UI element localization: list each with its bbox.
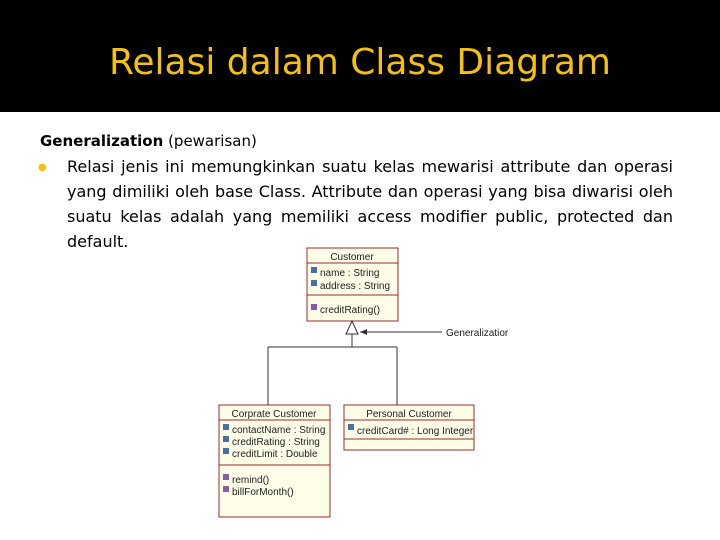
bullet-text: Relasi jenis ini memungkinkan suatu kela…: [67, 157, 673, 251]
customer-attr-2: address : String: [320, 281, 390, 292]
attribute-icon: [348, 424, 354, 430]
attribute-icon: [223, 436, 229, 442]
operation-icon: [223, 474, 229, 480]
class-customer: Customer name : String address : String …: [306, 247, 399, 322]
class-diagram: Customer name : String address : String …: [218, 247, 509, 518]
attribute-icon: [311, 280, 317, 286]
operation-icon: [223, 486, 229, 492]
class-corporate-customer: Corprate Customer contactName : String c…: [218, 404, 331, 518]
personal-name: Personal Customer: [366, 409, 452, 420]
customer-name: Customer: [330, 252, 374, 263]
customer-op-1: creditRating(): [320, 305, 380, 316]
generalization-label: Generalizatior: [446, 328, 509, 339]
heading-bold: Generalization: [40, 132, 164, 150]
attribute-icon: [223, 424, 229, 430]
personal-attr-1: creditCard# : Long Integer: [357, 426, 474, 437]
attribute-icon: [311, 267, 317, 273]
operation-icon: [311, 304, 317, 310]
corporate-attr-2: creditRating : String: [232, 437, 320, 448]
corporate-op-1: remind(): [232, 475, 269, 486]
attribute-icon: [223, 448, 229, 454]
corporate-op-2: billForMonth(): [232, 487, 294, 498]
corporate-attr-1: contactName : String: [232, 425, 325, 436]
generalization-arrow: Generalizatior: [267, 319, 509, 405]
slide-title: Relasi dalam Class Diagram: [108, 42, 611, 83]
customer-attr-1: name : String: [320, 268, 379, 279]
slide-body: Generalization (pewarisan) ● Relasi jeni…: [0, 112, 720, 540]
title-bar: Relasi dalam Class Diagram: [0, 0, 720, 112]
section-heading: Generalization (pewarisan): [40, 132, 257, 150]
class-personal-customer: Personal Customer creditCard# : Long Int…: [343, 404, 475, 451]
corporate-name: Corprate Customer: [231, 409, 317, 420]
heading-rest: (pewarisan): [163, 132, 257, 150]
corporate-attr-3: creditLimit : Double: [232, 449, 318, 460]
bullet-icon: ●: [38, 162, 47, 173]
